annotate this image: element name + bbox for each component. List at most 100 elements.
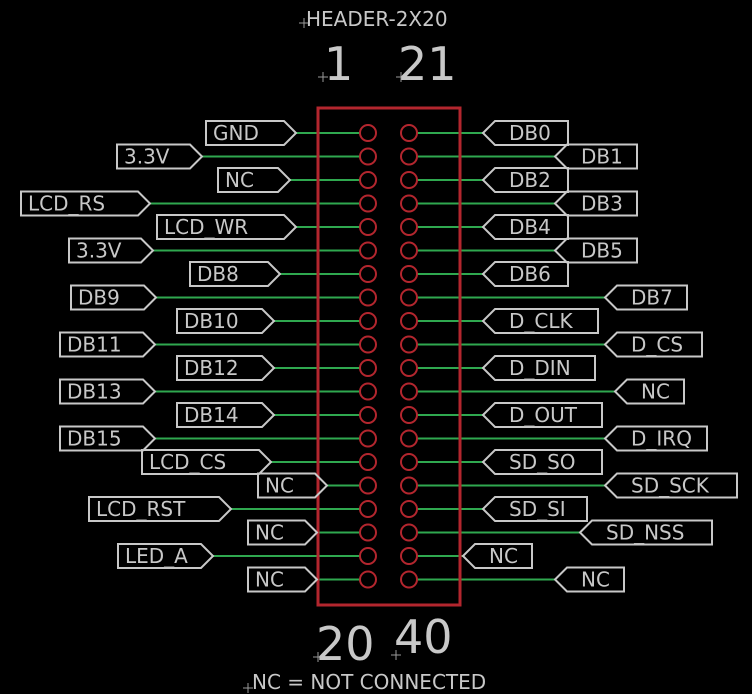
pad-right bbox=[400, 500, 418, 518]
net-label-text: DB9 bbox=[78, 286, 120, 310]
net-label-right: SD_NSS bbox=[578, 519, 713, 546]
pad-right bbox=[400, 147, 418, 166]
pad-left bbox=[359, 453, 377, 471]
pad-left bbox=[359, 171, 377, 189]
net-label-flag bbox=[553, 237, 638, 264]
net-label-text: NC bbox=[255, 521, 284, 545]
net-label-text: D_OUT bbox=[509, 403, 578, 427]
net-label-flag bbox=[70, 284, 158, 311]
pad-left bbox=[359, 406, 377, 424]
pin-number-21: 21 bbox=[398, 37, 457, 91]
net-label-right: D_CLK bbox=[481, 308, 599, 334]
net-label-flag bbox=[117, 543, 215, 569]
pad-right bbox=[400, 429, 418, 448]
net-label-right: DB4 bbox=[481, 214, 569, 240]
net-label-flag bbox=[59, 378, 157, 405]
net-label-text: 3.3V bbox=[124, 145, 170, 169]
net-label-flag bbox=[603, 284, 688, 311]
net-label-text: NC bbox=[581, 568, 610, 592]
pad-right bbox=[400, 453, 418, 471]
net-label-text: NC bbox=[225, 168, 254, 192]
net-label-text: DB7 bbox=[631, 286, 673, 310]
net-label-text: SD_SI bbox=[509, 497, 566, 521]
net-label-left: LCD_RS bbox=[20, 190, 152, 217]
net-label-right: SD_SCK bbox=[603, 472, 738, 499]
footnote: NC = NOT CONNECTED bbox=[252, 670, 486, 694]
net-label-text: LCD_WR bbox=[164, 215, 248, 239]
net-label-right: D_CS bbox=[603, 331, 703, 358]
pad-left bbox=[359, 335, 377, 354]
pad-left bbox=[359, 429, 377, 448]
wires-layer bbox=[150, 132, 615, 581]
net-label-flag bbox=[247, 566, 319, 593]
net-label-left: NC bbox=[257, 472, 329, 499]
pad-right bbox=[400, 406, 418, 424]
net-label-text: DB15 bbox=[67, 427, 122, 451]
net-label-flag bbox=[481, 167, 569, 193]
net-label-text: NC bbox=[489, 544, 518, 568]
net-label-flag bbox=[59, 331, 157, 358]
net-label-left: NC bbox=[247, 566, 319, 593]
net-label-left: 3.3V bbox=[68, 237, 155, 264]
net-label-text: DB2 bbox=[509, 168, 551, 192]
pad-left bbox=[359, 547, 377, 565]
net-label-flag bbox=[481, 261, 569, 287]
net-label-left: DB9 bbox=[70, 284, 158, 311]
net-label-text: D_CS bbox=[631, 333, 683, 357]
net-label-flag bbox=[553, 143, 638, 170]
net-label-left: DB14 bbox=[176, 402, 276, 428]
net-label-flag bbox=[189, 261, 282, 287]
net-label-flag bbox=[176, 402, 276, 428]
net-label-left: DB11 bbox=[59, 331, 157, 358]
net-label-right: D_DIN bbox=[481, 355, 596, 381]
header-title: HEADER-2X20 bbox=[306, 7, 448, 31]
pad-right bbox=[400, 570, 418, 589]
net-label-flag bbox=[481, 355, 596, 381]
pad-left bbox=[359, 288, 377, 307]
net-label-right: D_OUT bbox=[481, 402, 603, 428]
pad-right bbox=[400, 241, 418, 260]
net-label-left: LCD_RST bbox=[88, 496, 233, 522]
net-label-left: NC bbox=[247, 519, 319, 546]
pad-left bbox=[359, 500, 377, 518]
net-label-right: D_IRQ bbox=[603, 425, 708, 452]
net-label-flag bbox=[553, 566, 625, 593]
net-label-flag bbox=[553, 190, 638, 217]
net-label-flag bbox=[481, 496, 588, 522]
pad-right bbox=[400, 359, 418, 377]
net-label-text: DB0 bbox=[509, 121, 551, 145]
net-label-left: 3.3V bbox=[116, 143, 204, 170]
pad-right bbox=[400, 335, 418, 354]
net-label-left: GND bbox=[205, 120, 298, 146]
pad-left bbox=[359, 218, 377, 236]
net-label-flag bbox=[116, 143, 204, 170]
net-label-right: DB5 bbox=[553, 237, 638, 264]
net-label-left: DB15 bbox=[59, 425, 157, 452]
net-label-flag bbox=[141, 449, 273, 475]
pad-right bbox=[400, 124, 418, 142]
net-label-text: LCD_RS bbox=[28, 192, 105, 216]
net-label-left: DB13 bbox=[59, 378, 157, 405]
net-label-flag bbox=[205, 120, 298, 146]
net-label-flag bbox=[481, 449, 603, 475]
net-label-flag bbox=[176, 308, 276, 334]
pad-left bbox=[359, 194, 377, 213]
net-label-text: DB14 bbox=[184, 403, 239, 427]
pad-left bbox=[359, 523, 377, 542]
net-label-text: 3.3V bbox=[76, 239, 122, 263]
net-label-text: D_CLK bbox=[509, 309, 574, 333]
pad-right bbox=[400, 171, 418, 189]
pad-left bbox=[359, 476, 377, 495]
net-label-text: DB1 bbox=[581, 145, 623, 169]
net-label-flag bbox=[257, 472, 329, 499]
net-label-right: NC bbox=[461, 543, 533, 569]
pad-right bbox=[400, 547, 418, 565]
net-label-flag bbox=[217, 167, 292, 193]
pad-left bbox=[359, 265, 377, 283]
net-label-text: DB13 bbox=[67, 380, 122, 404]
net-label-left: NC bbox=[217, 167, 292, 193]
net-label-left: LCD_CS bbox=[141, 449, 273, 475]
net-label-text: DB12 bbox=[184, 356, 239, 380]
net-label-left: DB8 bbox=[189, 261, 282, 287]
